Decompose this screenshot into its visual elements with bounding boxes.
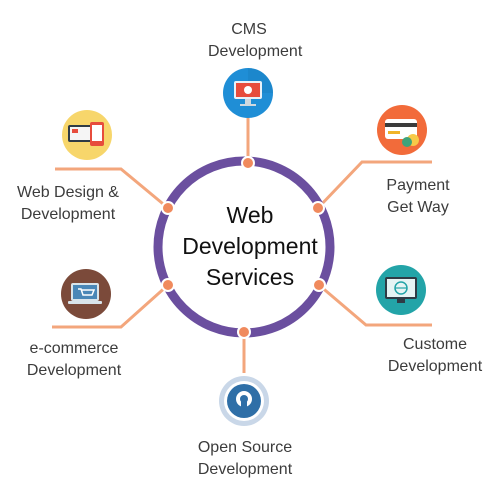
node-label-line: Development: [387, 358, 483, 375]
node-customer-label: Custome Development: [381, 334, 489, 378]
open-source-icon: [219, 376, 269, 426]
node-label-line: Custome: [402, 336, 468, 353]
monitor-icon: [223, 68, 273, 118]
connector-webdesign: [55, 167, 169, 210]
dot-webdesign: [161, 201, 175, 215]
node-label-line: e-commerce: [29, 340, 119, 357]
node-label-line: Development: [20, 206, 116, 223]
connector-payment: [316, 160, 432, 210]
center-title-line: Services: [205, 264, 295, 290]
node-label-line: CMS: [231, 21, 267, 38]
computer-globe-icon: [376, 265, 426, 315]
center-title: Web Development Services: [160, 200, 340, 293]
devices-design-icon: [62, 110, 112, 160]
node-label-line: Payment: [386, 177, 450, 194]
center-title-line: Web: [226, 202, 274, 228]
node-label-line: Development: [197, 461, 293, 478]
connector-ecommerce: [52, 283, 169, 329]
node-opensource-label: Open Source Development: [185, 437, 305, 481]
node-payment-label: Payment Get Way: [378, 175, 458, 219]
connector-customer: [318, 283, 432, 327]
credit-card-icon: [377, 105, 427, 155]
node-ecommerce-label: e-commerce Development: [20, 338, 128, 382]
node-cms-label: CMS Development: [208, 19, 303, 63]
node-label-line: Development: [208, 43, 303, 60]
dot-customer: [312, 278, 326, 292]
node-label-line: Web Design &: [17, 184, 119, 201]
node-label-line: Open Source: [197, 439, 293, 456]
dot-cms: [241, 156, 255, 170]
node-label-line: Get Way: [387, 199, 449, 216]
dot-ecommerce: [161, 278, 175, 292]
laptop-cart-icon: [61, 269, 111, 319]
node-label-line: Development: [26, 362, 122, 379]
dot-payment: [311, 201, 325, 215]
center-title-line: Development: [182, 233, 318, 259]
node-webdesign-label: Web Design & Development: [8, 182, 128, 226]
dot-opensource: [237, 325, 251, 339]
